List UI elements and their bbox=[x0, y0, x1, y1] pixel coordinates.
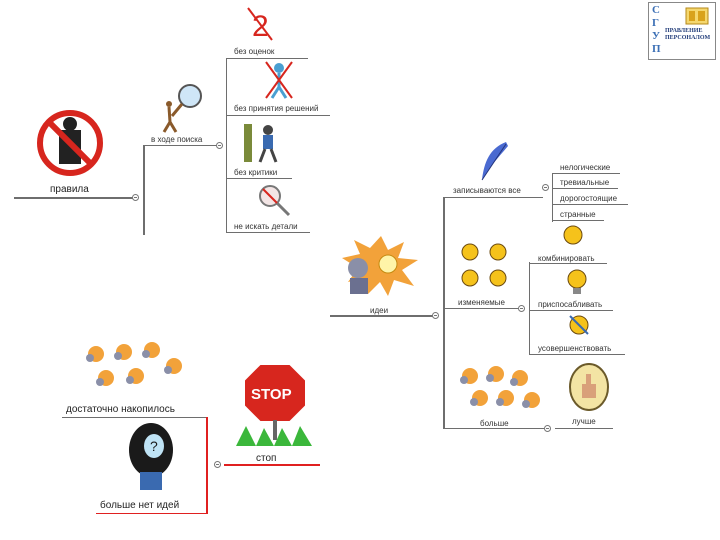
combine-bulb-icon bbox=[560, 222, 586, 248]
rules-branch-collapse-toggle[interactable] bbox=[216, 142, 223, 149]
ideas-record-line bbox=[443, 197, 543, 198]
rules-connector bbox=[143, 145, 145, 235]
record-item-strange: странные bbox=[560, 210, 596, 220]
improve-bulb-icon bbox=[566, 312, 592, 340]
no-more-ideas-line bbox=[96, 513, 208, 514]
rules-item-line-0 bbox=[226, 58, 308, 59]
ideas-modify-connector bbox=[529, 262, 530, 354]
ideas-better-line bbox=[555, 428, 613, 429]
rules-branch-line bbox=[143, 145, 217, 146]
rules-branch-label: в ходе поиска bbox=[151, 135, 202, 145]
no-magnifier-icon bbox=[256, 182, 292, 218]
improve-label: усовершенствовать bbox=[538, 344, 611, 354]
rules-collapse-toggle[interactable] bbox=[132, 194, 139, 201]
ideas-root-line bbox=[330, 315, 434, 317]
ideas-better-label: лучше bbox=[572, 417, 596, 427]
record-item-line-2 bbox=[552, 204, 628, 205]
stop-connector bbox=[206, 417, 208, 513]
woodcutter-icon bbox=[240, 120, 282, 164]
record-item-line-3 bbox=[552, 220, 604, 221]
stop-sign-icon: STOP bbox=[234, 362, 316, 448]
crossed-person-icon bbox=[264, 60, 294, 100]
record-item-illogical: нелогические bbox=[560, 163, 610, 173]
stop-sign-text: STOP bbox=[251, 386, 292, 403]
rules-item-no-criticism: без критики bbox=[234, 168, 277, 178]
rules-items-connector bbox=[226, 58, 227, 233]
rules-item-line-3 bbox=[226, 232, 310, 233]
many-ideas-icon bbox=[456, 364, 546, 414]
rules-item-line-1 bbox=[226, 115, 330, 116]
thumbs-up-icon bbox=[568, 362, 610, 412]
ideas-connector bbox=[443, 197, 445, 429]
idea-explosion-icon bbox=[338, 234, 424, 298]
logo-letters: С Г У П bbox=[652, 4, 662, 56]
ideas-more-collapse-toggle[interactable] bbox=[544, 425, 551, 432]
rules-root-label: правила bbox=[50, 184, 89, 196]
adapt-bulb-icon bbox=[564, 266, 590, 296]
accumulated-line bbox=[62, 417, 208, 418]
logo: С Г У П ПРАВЛЕНИЕ ПЕРСОНАЛОМ bbox=[648, 2, 716, 60]
ideas-collapse-toggle[interactable] bbox=[432, 312, 439, 319]
ideas-record-collapse-toggle[interactable] bbox=[542, 184, 549, 191]
logo-emblem bbox=[685, 7, 709, 25]
rules-item-no-details: не искать детали bbox=[234, 222, 298, 232]
record-item-trivial: тревиальные bbox=[560, 178, 609, 188]
stop-collapse-toggle[interactable] bbox=[214, 461, 221, 468]
no-rules-icon bbox=[35, 108, 105, 178]
magnifier-figure-icon bbox=[160, 82, 206, 134]
quill-icon bbox=[476, 140, 510, 182]
logo-text: ПРАВЛЕНИЕ ПЕРСОНАЛОМ bbox=[665, 28, 710, 42]
svg-text:?: ? bbox=[150, 438, 158, 454]
accumulated-ideas-icon bbox=[80, 340, 186, 396]
rules-item-no-grades: без оценок bbox=[234, 47, 274, 57]
no-more-ideas-label: больше нет идей bbox=[100, 500, 179, 512]
adapt-label: приспосабливать bbox=[538, 300, 602, 310]
ideas-modify-label: изменяемые bbox=[458, 298, 505, 308]
ideas-more-line bbox=[443, 428, 545, 429]
ideas-modify-collapse-toggle[interactable] bbox=[518, 305, 525, 312]
accumulated-label: достаточно накопилось bbox=[66, 404, 175, 416]
rules-item-line-2 bbox=[226, 178, 292, 179]
rules-root-line bbox=[14, 197, 136, 199]
two-crossed-icon: 2 bbox=[246, 6, 274, 42]
adapt-line bbox=[529, 310, 613, 311]
record-item-line-1 bbox=[552, 188, 618, 189]
rules-item-no-decisions: без принятия решений bbox=[234, 104, 318, 114]
improve-line bbox=[529, 354, 625, 355]
lightbulbs-icon bbox=[458, 240, 514, 292]
combine-line bbox=[529, 263, 607, 264]
no-more-ideas-head-icon: ? bbox=[124, 420, 178, 492]
record-item-line-0 bbox=[552, 173, 620, 174]
ideas-record-label: записываются все bbox=[453, 186, 521, 196]
svg-text:2: 2 bbox=[252, 10, 269, 43]
ideas-record-connector bbox=[552, 173, 553, 222]
ideas-modify-line bbox=[443, 308, 519, 309]
stop-line bbox=[224, 464, 320, 466]
record-item-costly: дорогостоящие bbox=[560, 194, 617, 204]
